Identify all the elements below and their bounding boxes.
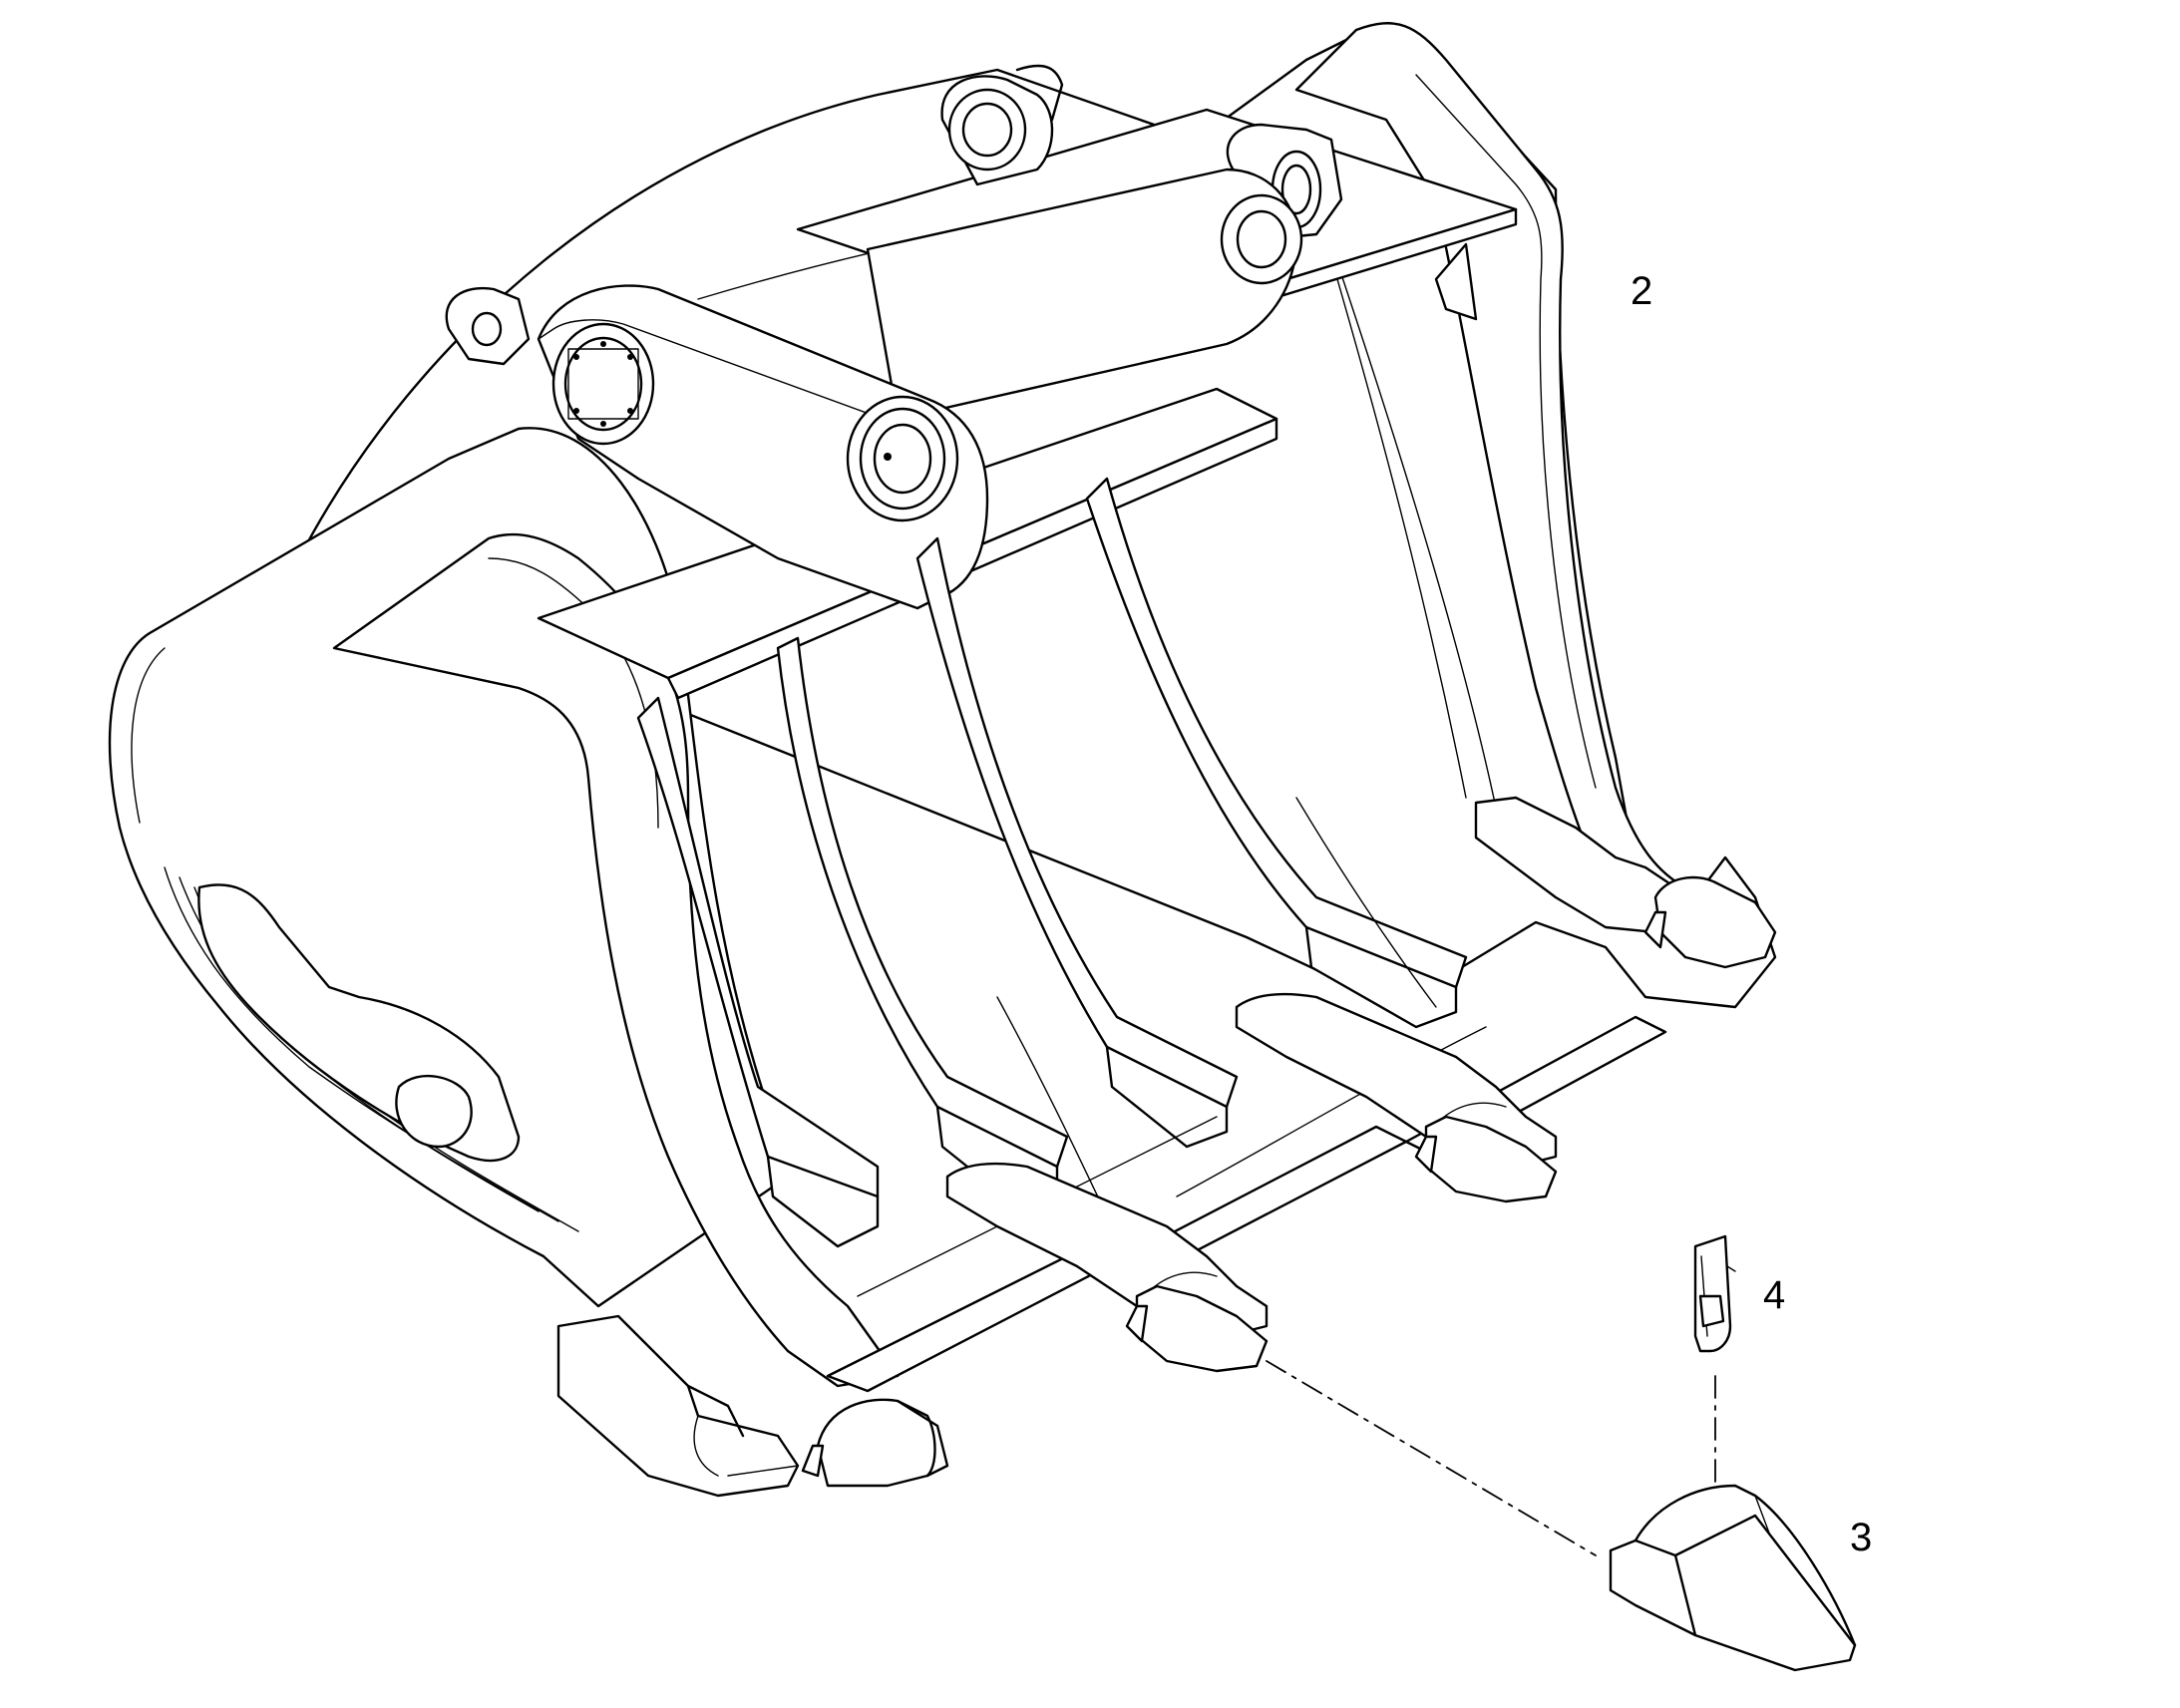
retainer-pin <box>1693 1234 1736 1353</box>
leader-line-tooth <box>1266 1360 1597 1556</box>
tines <box>636 477 1468 1248</box>
front-pin-left <box>551 322 655 446</box>
replacement-tooth <box>1609 1484 1857 1672</box>
front-pin-right <box>846 395 959 522</box>
callout-retainer-pin: 4 <box>1763 1273 1785 1317</box>
left-upper-lug <box>445 286 531 366</box>
tooth-adapter-1 <box>556 1314 800 1498</box>
callout-tooth: 3 <box>1850 1516 1872 1559</box>
tooth-1 <box>801 1398 949 1488</box>
tooth-4-on-bucket <box>1643 875 1777 969</box>
rear-link-plate <box>866 168 1303 421</box>
tooth-3-on-bucket <box>1414 1115 1558 1203</box>
rear-lug-top <box>940 64 1064 186</box>
tooth-2 <box>1125 1284 1269 1373</box>
right-side-plate <box>1294 22 1757 929</box>
callout-bucket: 2 <box>1631 269 1652 313</box>
